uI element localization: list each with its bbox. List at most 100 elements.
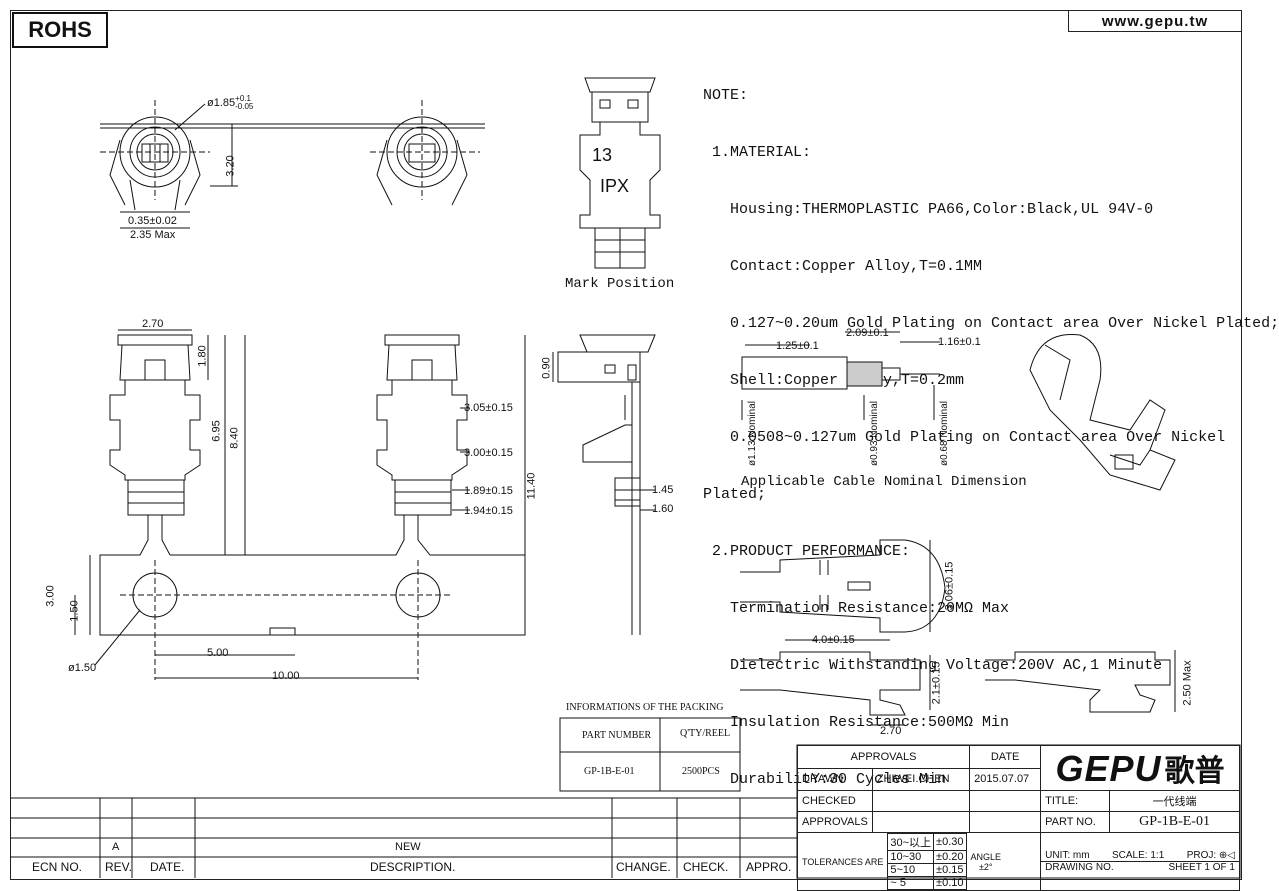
note-line: Plated;	[703, 486, 767, 503]
packing-col2: Q'TY/REEL	[680, 728, 731, 739]
cable-209: 2.09±0.1	[846, 327, 889, 339]
cable-093-val: ø0.93	[869, 440, 881, 467]
front-view	[74, 329, 526, 680]
check-header: CHECK.	[683, 860, 729, 874]
tb-sheet: SHEET 1 OF 1	[1168, 862, 1235, 873]
dim-270-top: 2.70	[142, 318, 164, 330]
dim-180: 1.80	[196, 345, 209, 367]
note-line: Insulation Resistance:500MΩ Min	[703, 714, 1010, 731]
dim-150-dia: ø1.50	[68, 662, 97, 674]
logo-cell: GEPU 歌普	[1040, 745, 1240, 791]
cable-093: ø0.93 Nominal	[869, 401, 880, 466]
nominal-label: Nominal	[939, 400, 951, 438]
tb-drawn: DRAWN	[797, 767, 873, 791]
dim-500: 5.00	[207, 647, 229, 659]
cable-caption: Applicable Cable Nominal Dimension	[741, 474, 1027, 490]
tolerance-cell: TOLERANCES ARE 30~以上±0.30 10~30±0.20 5~1…	[796, 832, 1042, 891]
tb-scale: SCALE: 1:1	[1112, 850, 1165, 861]
tb-approvals-h: APPROVALS	[796, 745, 971, 769]
tol-value: ±0.15	[933, 863, 967, 877]
mark-position-label: Mark Position	[565, 276, 675, 292]
dim-21: 2.1±0.15	[930, 661, 943, 705]
website-label[interactable]: www.gepu.tw	[1068, 10, 1242, 32]
packing-qty: 2500PCS	[682, 766, 720, 777]
dim-40: 4.0±0.15	[812, 634, 855, 646]
tb-part-label: PART NO.	[1040, 811, 1111, 833]
nominal-label: Nominal	[747, 400, 759, 438]
packing-part: GP-1B-E-01	[584, 766, 635, 777]
notes-block: NOTE: 1.MATERIAL: Housing:THERMOPLASTIC …	[703, 48, 1279, 808]
appro-header: APPRO.	[746, 860, 792, 874]
dim-160: 1.60	[652, 503, 674, 515]
tb-checked: CHECKED	[797, 790, 873, 812]
tb-proj-label: PROJ:	[1186, 850, 1217, 861]
dim-305: 3.05±0.15	[464, 402, 513, 414]
tol-value: ±0.10	[933, 876, 967, 890]
packing-col1: PART NUMBER	[582, 730, 652, 741]
tb-drawing-no: DRAWING NO.	[1045, 862, 1114, 873]
date-header: DATE.	[150, 860, 185, 874]
rev-a: A	[112, 841, 120, 853]
rohs-badge: ROHS	[12, 12, 108, 48]
cable-116: 1.16±0.1	[938, 336, 981, 348]
tol-value: ±0.20	[933, 850, 967, 864]
top-view-connector-left	[100, 100, 210, 211]
projection-icon: ⊕◁	[1218, 850, 1235, 861]
detail-view-3	[985, 650, 1176, 713]
note-line: Dielectric Withstanding Voltage:200V AC,…	[703, 657, 1163, 674]
rev-new: NEW	[395, 841, 421, 853]
title-block: APPROVALS DATE GEPU 歌普 DRAWN ZHIWEI.CHEN…	[796, 745, 1240, 891]
dim-150: 1.50	[68, 600, 81, 622]
dim-090: 0.90	[540, 357, 553, 379]
change-header: CHANGE.	[616, 860, 671, 874]
tb-tolerances: TOLERANCES ARE	[802, 856, 884, 867]
tb-approvals2: APPROVALS	[797, 811, 873, 833]
top-view-connector-right	[370, 100, 480, 206]
tb-part-value: GP-1B-E-01	[1109, 811, 1240, 833]
dim-840: 8.40	[228, 427, 241, 449]
cable-068: ø0.68 Nominal	[939, 401, 950, 466]
tb-drawn-date: 2015.07.07	[969, 767, 1042, 791]
dim-695: 6.95	[210, 420, 223, 442]
detail-view-2	[740, 639, 931, 726]
ecn-header: ECN NO.	[32, 860, 83, 874]
nominal-label: Nominal	[869, 400, 881, 438]
cable-068-val: ø0.68	[939, 440, 951, 467]
note-line: 1.MATERIAL:	[703, 144, 812, 161]
dim-1140: 11.40	[525, 472, 538, 500]
description-header: DESCRIPTION.	[370, 860, 456, 874]
tb-proj: PROJ: ⊕◁	[1187, 850, 1235, 861]
tb-drawn-by: ZHIWEI.CHEN	[871, 767, 971, 791]
dim-300: 3.00±0.15	[464, 447, 513, 459]
notes-title: NOTE:	[703, 87, 749, 104]
detail-view-1	[740, 539, 946, 633]
angle-value: ±2°	[978, 861, 993, 872]
dim-189: 1.89±0.15	[464, 485, 513, 497]
gepu-logo-cn: 歌普	[1164, 755, 1225, 788]
tb-title-label: TITLE:	[1040, 790, 1111, 812]
technical-drawing	[10, 77, 1241, 879]
dim-1000: 10.00	[272, 670, 300, 682]
tol-range: 5~10	[887, 863, 935, 877]
tol-range: 10~30	[887, 850, 935, 864]
gepu-logo: GEPU	[1055, 748, 1162, 789]
cable-view	[741, 331, 940, 420]
note-line: 2.PRODUCT PERFORMANCE:	[703, 543, 911, 560]
tol-range: ~ 5	[887, 876, 935, 890]
cable-113-val: ø1.13	[747, 440, 759, 467]
tb-unit: UNIT: mm	[1045, 850, 1090, 861]
cable-113: ø1.13 Nominal	[747, 401, 758, 466]
side-view	[552, 334, 656, 635]
note-line: 0.0508~0.127um Gold Plating on Contact a…	[703, 429, 1226, 446]
note-line: Housing:THERMOPLASTIC PA66,Color:Black,U…	[703, 201, 1154, 218]
tb-date-h: DATE	[969, 745, 1042, 769]
mark-13: 13	[592, 145, 613, 165]
dim-270-b: 2.70	[880, 725, 902, 737]
dim-height-320: 3.20	[224, 155, 237, 177]
angle-label: ANGLE	[970, 851, 1002, 862]
dim-tol-top: +0.1	[235, 94, 251, 103]
dim-d185: ø1.85	[207, 96, 236, 109]
drawing-frame	[10, 10, 1242, 880]
mark-position-view	[579, 77, 661, 269]
cable-125: 1.25±0.1	[776, 340, 819, 352]
